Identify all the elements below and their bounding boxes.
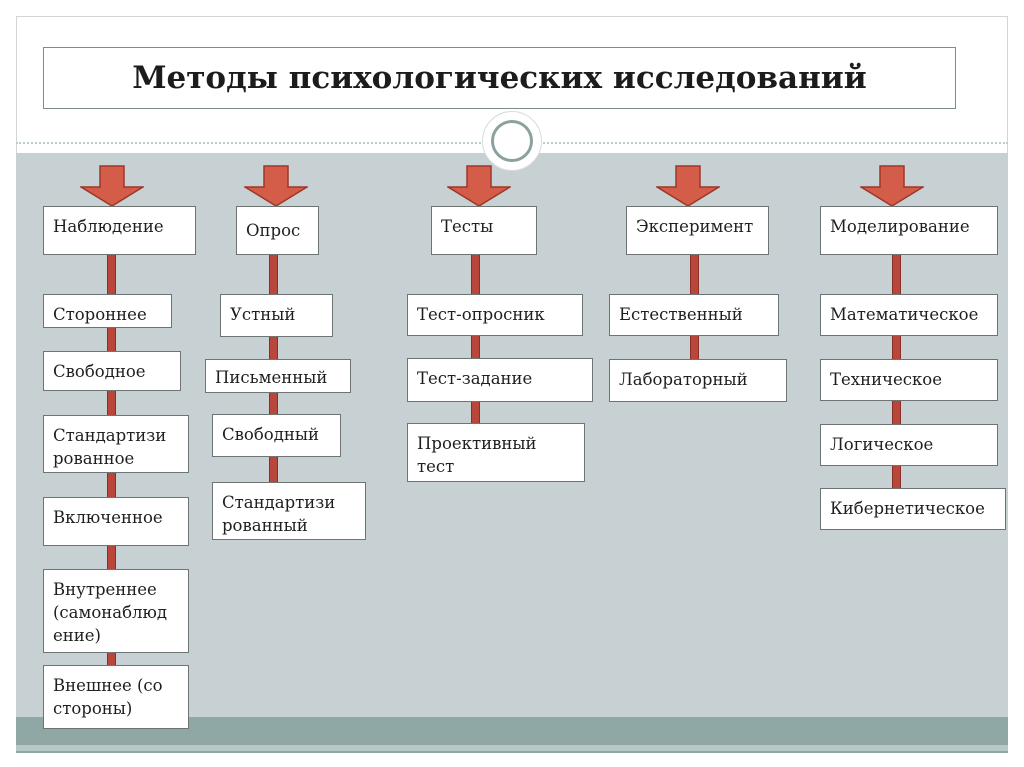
down-arrow-icon bbox=[656, 165, 720, 207]
down-arrow-icon bbox=[80, 165, 144, 207]
item-survey-3: Свободный bbox=[212, 414, 341, 457]
item-observation-1: Стороннее bbox=[43, 294, 172, 328]
heading-experiment: Эксперимент bbox=[626, 206, 769, 255]
item-tests-2: Тест-задание bbox=[407, 358, 593, 402]
item-survey-4: Стандартизи рованный bbox=[212, 482, 366, 540]
circle-ornament-ring bbox=[491, 120, 533, 162]
heading-observation: Наблюдение bbox=[43, 206, 196, 255]
item-observation-5: Внутреннее (самонаблюд ение) bbox=[43, 569, 189, 653]
item-observation-4: Включенное bbox=[43, 497, 189, 546]
item-modeling-1: Математическое bbox=[820, 294, 998, 336]
item-experiment-1: Естественный bbox=[609, 294, 779, 336]
item-tests-1: Тест-опросник bbox=[407, 294, 583, 336]
item-modeling-2: Техническое bbox=[820, 359, 998, 401]
item-modeling-4: Кибернетическое bbox=[820, 488, 1006, 530]
item-observation-2: Свободное bbox=[43, 351, 181, 391]
heading-survey: Опрос bbox=[236, 206, 319, 255]
heading-tests: Тесты bbox=[431, 206, 537, 255]
page-title: Методы психологических исследований bbox=[132, 60, 867, 96]
item-survey-2: Письменный bbox=[205, 359, 351, 393]
circle-ornament bbox=[482, 111, 542, 171]
item-observation-6: Внешнее (со стороны) bbox=[43, 665, 189, 729]
item-observation-3: Стандартизи рованное bbox=[43, 415, 189, 473]
item-modeling-3: Логическое bbox=[820, 424, 998, 466]
down-arrow-icon bbox=[244, 165, 308, 207]
heading-modeling: Моделирование bbox=[820, 206, 998, 255]
item-tests-3: Проективный тест bbox=[407, 423, 585, 482]
connector-tests bbox=[471, 253, 480, 425]
down-arrow-icon bbox=[447, 165, 511, 207]
down-arrow-icon bbox=[860, 165, 924, 207]
title-box: Методы психологических исследований bbox=[43, 47, 956, 109]
item-survey-1: Устный bbox=[220, 294, 333, 337]
bottom-bar-stripe bbox=[16, 745, 1008, 751]
item-experiment-2: Лабораторный bbox=[609, 359, 787, 402]
